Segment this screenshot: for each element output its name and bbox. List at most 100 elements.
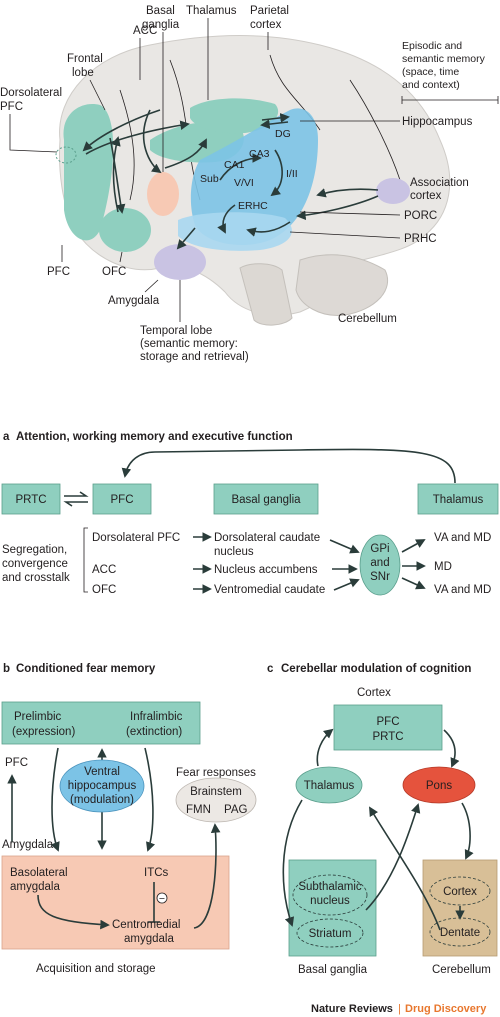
inhibition-sign: − [159, 893, 165, 905]
thalamus-c-label: Thalamus [304, 780, 355, 792]
cortex-title: Cortex [357, 687, 391, 699]
left-label-1: Segregation, [2, 544, 67, 556]
ventral-hippocampus-node [59, 759, 145, 813]
label-parietal-2: cortex [250, 19, 282, 31]
box-prtc [1, 483, 61, 515]
label-pfc: PFC [47, 266, 70, 278]
label-vvi: V/VI [234, 177, 254, 189]
acquisition-caption: Acquisition and storage [36, 963, 156, 975]
label-porc: PORC [404, 210, 437, 222]
label-amygdala-b: Amygdala [2, 839, 54, 851]
box-pfc [92, 483, 152, 515]
bla-2: amygdala [10, 881, 60, 893]
cerebellum-shape [295, 254, 389, 316]
label-episodic-4: and context) [402, 79, 460, 91]
cortex-pfc: PFC [377, 716, 400, 728]
pons-label: Pons [426, 780, 452, 792]
basal-ganglia-c-label: Basal ganglia [298, 964, 368, 976]
cma-2: amygdala [124, 933, 174, 945]
gpi-snr-node [359, 534, 401, 596]
label-cerebellum: Cerebellum [338, 313, 397, 325]
box-thalamus [417, 483, 499, 515]
label-basal-2: ganglia [142, 19, 180, 31]
label-lobe: lobe [72, 67, 94, 79]
brain-labels: ACC Frontal lobe Dorsolateral PFC Basal … [0, 5, 499, 363]
label-thalamus: Thalamus [186, 5, 237, 17]
cerebellum-c-label: Cerebellum [432, 964, 491, 976]
label-amygdala: Amygdala [108, 295, 160, 307]
label-episodic-1: Episodic and [402, 40, 462, 52]
vh-3: (modulation) [70, 794, 134, 806]
striatum-label: Striatum [309, 928, 352, 940]
brainstem-node [175, 777, 257, 823]
stn-node [292, 874, 368, 916]
label-dg: DG [275, 128, 291, 140]
label-ca1: CA1 [224, 159, 245, 171]
box-basal-ganglia [213, 483, 319, 515]
prelimbic-1: Prelimbic [14, 711, 62, 723]
label-pfc-b: PFC [5, 757, 28, 769]
basal-ganglia-region [147, 172, 179, 216]
stn-2: nucleus [310, 895, 350, 907]
fear-responses-label: Fear responses [176, 767, 256, 779]
brainstem-shape [239, 263, 293, 326]
panel-a-letter: a [3, 431, 10, 443]
label-acc: ACC [133, 25, 157, 37]
label-sub: Sub [200, 173, 219, 185]
thalamus-region [190, 98, 279, 134]
infralimbic-1: Infralimbic [130, 711, 183, 723]
striatum-node [296, 918, 364, 948]
cortex-prtc: PRTC [372, 731, 403, 743]
left-label-3: and crosstalk [2, 572, 70, 584]
label-basal-1: Basal [146, 5, 175, 17]
dentate-label: Dentate [440, 927, 480, 939]
vh-1: Ventral [84, 766, 120, 778]
cb-cortex-node [429, 876, 491, 906]
label-hippocampus: Hippocampus [402, 116, 473, 128]
label-ofc: OFC [102, 266, 126, 278]
label-assoc-1: Association [410, 177, 469, 189]
hippocampus-region [190, 108, 318, 245]
box-basal-c [288, 859, 377, 957]
source-1: Dorsolateral PFC [92, 532, 180, 544]
panel-b-title: Conditioned fear memory [16, 663, 156, 675]
vh-2: hippocampus [68, 780, 137, 792]
cb-cortex-label: Cortex [443, 886, 477, 898]
output-3: VA and MD [434, 584, 491, 596]
bla-1: Basolateral [10, 867, 68, 879]
panel-b-letter: b [3, 663, 10, 675]
box-thalamus-label: Thalamus [433, 494, 484, 506]
label-parietal-1: Parietal [250, 5, 289, 17]
prelimbic-2: (expression) [12, 726, 75, 738]
amygdala-region [154, 244, 206, 280]
target-1b: nucleus [214, 546, 254, 558]
label-temporal-2: (semantic memory: [140, 338, 238, 350]
panel-b: b Conditioned fear memory Prelimbic (exp… [1, 663, 257, 975]
target-2: Nucleus accumbens [214, 564, 318, 576]
box-prtc-label: PRTC [15, 494, 46, 506]
footer-section: Drug Discovery [405, 1003, 487, 1015]
panel-c: c Cerebellar modulation of cognition Cor… [267, 663, 498, 976]
panel-c-letter: c [267, 663, 274, 675]
label-dlpfc-1: Dorsolateral [0, 87, 62, 99]
target-1a: Dorsolateral caudate [214, 532, 320, 544]
pag-label: PAG [224, 804, 247, 816]
label-ca3: CA3 [249, 148, 270, 160]
output-2: MD [434, 561, 452, 573]
label-dlpfc-2: PFC [0, 101, 23, 113]
label-frontal: Frontal [67, 53, 103, 65]
box-pfc-label: PFC [111, 494, 134, 506]
label-temporal-3: storage and retrieval) [140, 351, 249, 363]
panel-a: a Attention, working memory and executiv… [1, 431, 499, 596]
label-episodic-2: semantic memory [402, 53, 486, 65]
footer-journal: Nature Reviews [311, 1003, 393, 1015]
box-cortex-c [333, 704, 443, 751]
source-2: ACC [92, 564, 116, 576]
label-erhc: ERHC [238, 200, 268, 212]
pons-node [402, 766, 476, 804]
label-assoc-2: cortex [410, 190, 442, 202]
box-basal-label: Basal ganglia [231, 494, 301, 506]
panel-a-title: Attention, working memory and executive … [16, 431, 293, 443]
ofc-region [99, 208, 151, 252]
